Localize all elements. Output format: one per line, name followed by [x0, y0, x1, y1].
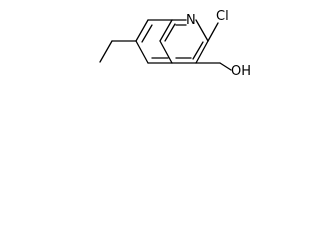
- bond-c2-c3-inner: [192, 41, 204, 60]
- bond-c2-cl: [207, 22, 219, 42]
- bond-ch2-oh: [219, 62, 232, 71]
- bond-c7-c6: [135, 40, 149, 64]
- structure-diagram: N Cl OH: [99, 9, 251, 79]
- bond-c8-c7-inner: [141, 24, 153, 43]
- bond-c2-c3: [195, 40, 209, 64]
- bond-c4a-c8a: [159, 19, 173, 42]
- bond-n1-c2: [195, 19, 209, 42]
- atom-label-hydroxyl: OH: [231, 64, 251, 79]
- bond-c8-c7: [135, 19, 149, 42]
- bond-c4-c4a: [159, 40, 173, 64]
- atom-label-chlorine: Cl: [216, 9, 229, 24]
- bond-ethyl-ch3: [99, 40, 113, 63]
- bond-c4a-c8a-inner: [164, 23, 176, 42]
- atom-label-nitrogen: N: [186, 13, 196, 28]
